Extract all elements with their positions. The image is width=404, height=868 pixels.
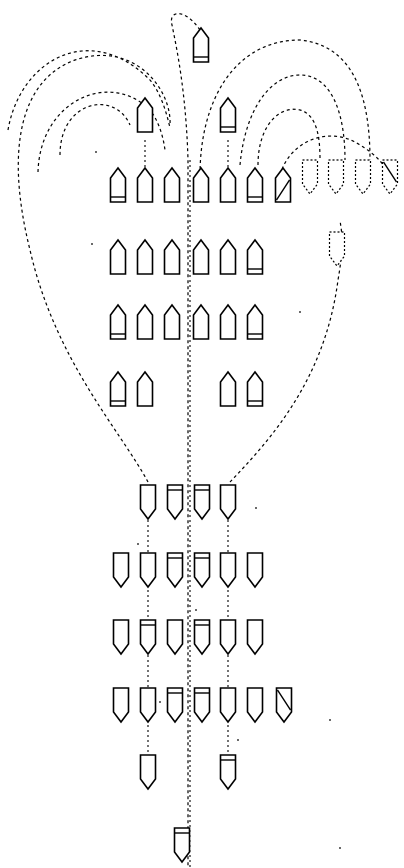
piece-up: [219, 166, 237, 203]
piece-down: [275, 687, 293, 724]
piece-up: [109, 166, 127, 203]
piece-up: [219, 370, 237, 407]
piece-up: [246, 370, 264, 407]
piece-down: [112, 552, 130, 589]
piece-up: [246, 238, 264, 275]
speck: [95, 151, 97, 153]
piece-down: [219, 619, 237, 656]
piece-up: [136, 370, 154, 407]
piece-up: [136, 166, 154, 203]
piece-up: [109, 370, 127, 407]
piece-down: [112, 687, 130, 724]
piece-down: [139, 687, 157, 724]
piece-down: [193, 484, 211, 521]
piece-up: [192, 303, 210, 340]
path-arc-left-3: [59, 103, 131, 156]
piece-down: [166, 619, 184, 656]
piece-up: [246, 303, 264, 340]
piece-up: [163, 238, 181, 275]
path-arc-right-1: [199, 39, 371, 176]
piece-down: [166, 552, 184, 589]
piece-down: [327, 159, 345, 195]
speck: [159, 701, 161, 703]
piece-down: [219, 687, 237, 724]
piece-down: [139, 619, 157, 656]
speck: [91, 243, 93, 245]
piece-down: [328, 231, 346, 267]
speck: [137, 543, 139, 545]
path-arc-right-2: [239, 74, 346, 166]
piece-down: [354, 159, 372, 195]
piece-up: [219, 238, 237, 275]
speck: [329, 719, 331, 721]
piece-down: [193, 552, 211, 589]
speck: [299, 311, 301, 313]
piece-down: [112, 619, 130, 656]
piece-down: [139, 484, 157, 521]
piece-up: [274, 166, 292, 203]
path-outer-left: [17, 54, 171, 483]
piece-down: [193, 687, 211, 724]
piece-up: [192, 238, 210, 275]
path-arc-left-1: [7, 50, 171, 131]
piece-down: [246, 552, 264, 589]
speck: [255, 507, 257, 509]
piece-down: [166, 687, 184, 724]
path-center-vertical: [170, 13, 201, 868]
movement-paths: [7, 13, 393, 868]
piece-up: [219, 303, 237, 340]
piece-down: [246, 619, 264, 656]
piece-up: [136, 96, 154, 133]
speck: [237, 739, 239, 741]
piece-down: [219, 754, 237, 791]
piece-up: [136, 238, 154, 275]
piece-down: [381, 159, 399, 195]
piece-down: [219, 552, 237, 589]
pieces-group: [91, 26, 399, 864]
piece-down: [139, 754, 157, 791]
piece-up: [219, 96, 237, 133]
piece-down: [219, 484, 237, 521]
piece-down: [166, 484, 184, 521]
speck: [339, 847, 341, 849]
piece-down: [139, 552, 157, 589]
piece-up: [192, 166, 210, 203]
piece-up: [109, 303, 127, 340]
piece-up: [192, 26, 210, 63]
piece-down: [246, 687, 264, 724]
piece-up: [136, 303, 154, 340]
piece-up: [109, 238, 127, 275]
path-arc-right-3: [257, 108, 321, 166]
piece-down: [301, 159, 319, 195]
piece-up: [246, 166, 264, 203]
piece-up: [163, 166, 181, 203]
piece-down: [193, 619, 211, 656]
path-arc-left-2: [37, 91, 166, 173]
piece-up: [163, 303, 181, 340]
speck: [195, 609, 197, 611]
piece-down: [173, 827, 191, 864]
